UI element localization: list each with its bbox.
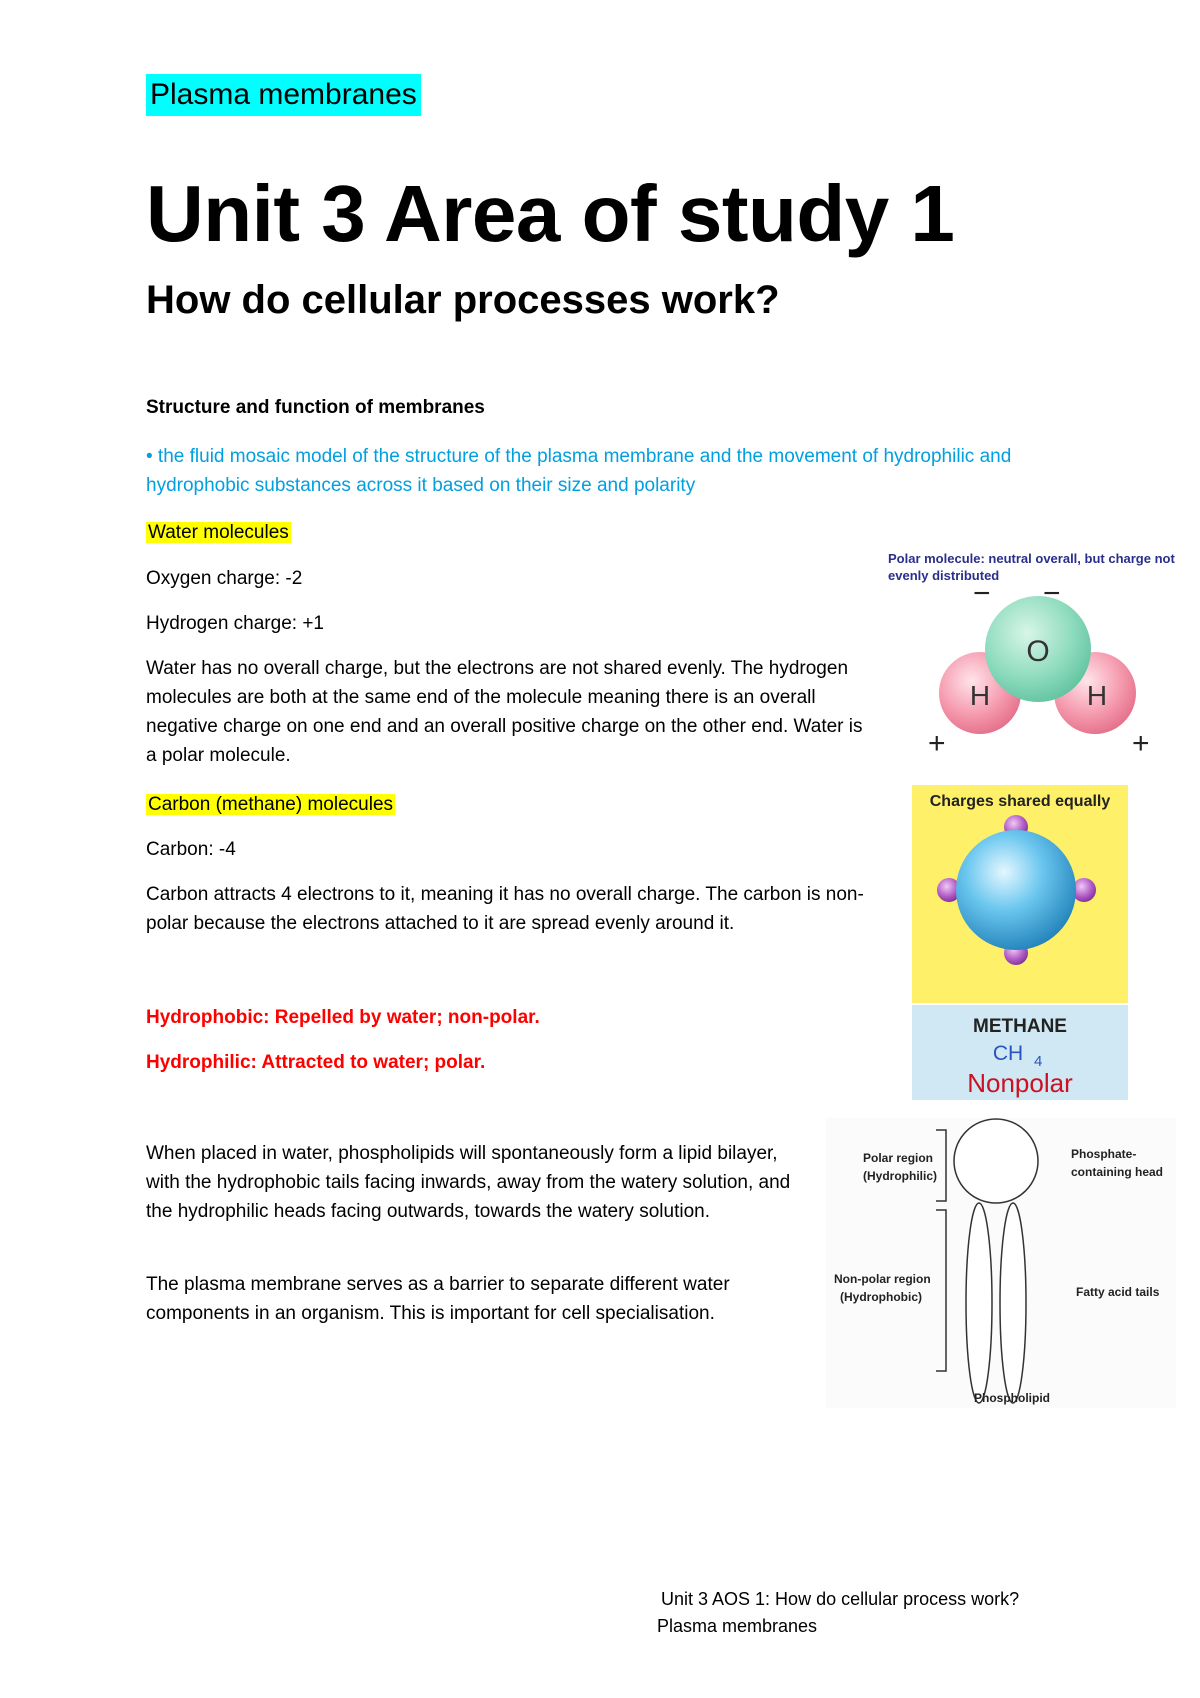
plus-sign-right: + bbox=[1132, 727, 1150, 760]
methane-figure: Charges shared equally METHANE CH 4 Nonp… bbox=[912, 785, 1128, 1100]
methane-formula-subscript: 4 bbox=[1034, 1053, 1042, 1070]
barrier-paragraph: The plasma membrane serves as a barrier … bbox=[146, 1274, 730, 1324]
carbon-sphere bbox=[956, 830, 1076, 950]
nonpolar-region-bracket bbox=[936, 1209, 947, 1372]
phospholipid-label: Phospholipid bbox=[974, 1391, 1050, 1405]
minus-sign-left: − bbox=[973, 577, 991, 610]
water-heading: Water molecules bbox=[146, 518, 291, 547]
water-molecule-figure: Polar molecule: neutral overall, but cha… bbox=[888, 551, 1175, 760]
oxygen-label: O bbox=[1026, 635, 1049, 668]
carbon-charge: Carbon: -4 bbox=[146, 839, 236, 860]
fatty-acid-tails-label: Fatty acid tails bbox=[1076, 1285, 1160, 1299]
hydrogen-sphere-left bbox=[937, 878, 961, 902]
polar-region-bracket bbox=[936, 1129, 947, 1202]
study-dot-point: • the fluid mosaic model of the structur… bbox=[146, 446, 1012, 496]
bilayer-paragraph: When placed in water, phospholipids will… bbox=[146, 1143, 791, 1222]
carbon-heading: Carbon (methane) molecules bbox=[146, 790, 396, 819]
hydrophilic-definition: Hydrophilic: Attracted to water; polar. bbox=[146, 1052, 486, 1073]
methane-type: Nonpolar bbox=[967, 1068, 1073, 1098]
carbon-heading-text: Carbon (methane) molecules bbox=[146, 794, 396, 815]
methane-name: METHANE bbox=[973, 1016, 1067, 1037]
carbon-explanation: Carbon attracts 4 electrons to it, meani… bbox=[146, 884, 864, 934]
methane-formula: CH bbox=[993, 1042, 1023, 1065]
page-title: Unit 3 Area of study 1 bbox=[146, 169, 955, 258]
phospholipid-figure: Polar region (Hydrophilic) Phosphate- co… bbox=[826, 1118, 1176, 1408]
section-heading: Structure and function of membranes bbox=[146, 397, 485, 418]
phosphate-head-sub-label: containing head bbox=[1071, 1165, 1163, 1179]
nonpolar-region-sub-label: (Hydrophobic) bbox=[840, 1290, 922, 1304]
water-caption-line2: evenly distributed bbox=[888, 568, 999, 583]
hydrogen-sphere-right bbox=[1072, 878, 1096, 902]
footer-line2: Plasma membranes bbox=[657, 1616, 818, 1636]
hydrophobic-definition: Hydrophobic: Repelled by water; non-pola… bbox=[146, 1007, 540, 1028]
plus-sign-left: + bbox=[928, 727, 946, 760]
nonpolar-region-label: Non-polar region bbox=[834, 1272, 931, 1286]
methane-bottom-panel bbox=[912, 1005, 1128, 1100]
water-heading-text: Water molecules bbox=[146, 522, 291, 543]
fatty-acid-tail-right bbox=[999, 1202, 1027, 1404]
polar-region-sub-label: (Hydrophilic) bbox=[863, 1169, 937, 1183]
oxygen-charge: Oxygen charge: -2 bbox=[146, 568, 303, 589]
phosphate-head-label: Phosphate- bbox=[1071, 1147, 1136, 1161]
hydrogen-label-left: H bbox=[970, 680, 990, 711]
fatty-acid-tail-left bbox=[965, 1202, 993, 1404]
water-caption-line1: Polar molecule: neutral overall, but cha… bbox=[888, 551, 1175, 566]
water-explanation: Water has no overall charge, but the ele… bbox=[146, 658, 863, 766]
topic-tag: Plasma membranes bbox=[146, 74, 421, 116]
oxygen-atom bbox=[985, 596, 1091, 702]
page-subtitle: How do cellular processes work? bbox=[146, 278, 780, 322]
polar-region-label: Polar region bbox=[863, 1151, 933, 1165]
hydrogen-label-right: H bbox=[1087, 680, 1107, 711]
methane-caption: Charges shared equally bbox=[930, 793, 1111, 810]
hydrogen-charge: Hydrogen charge: +1 bbox=[146, 613, 324, 634]
footer-line1: Unit 3 AOS 1: How do cellular process wo… bbox=[661, 1589, 1020, 1609]
phosphate-head bbox=[953, 1118, 1039, 1204]
